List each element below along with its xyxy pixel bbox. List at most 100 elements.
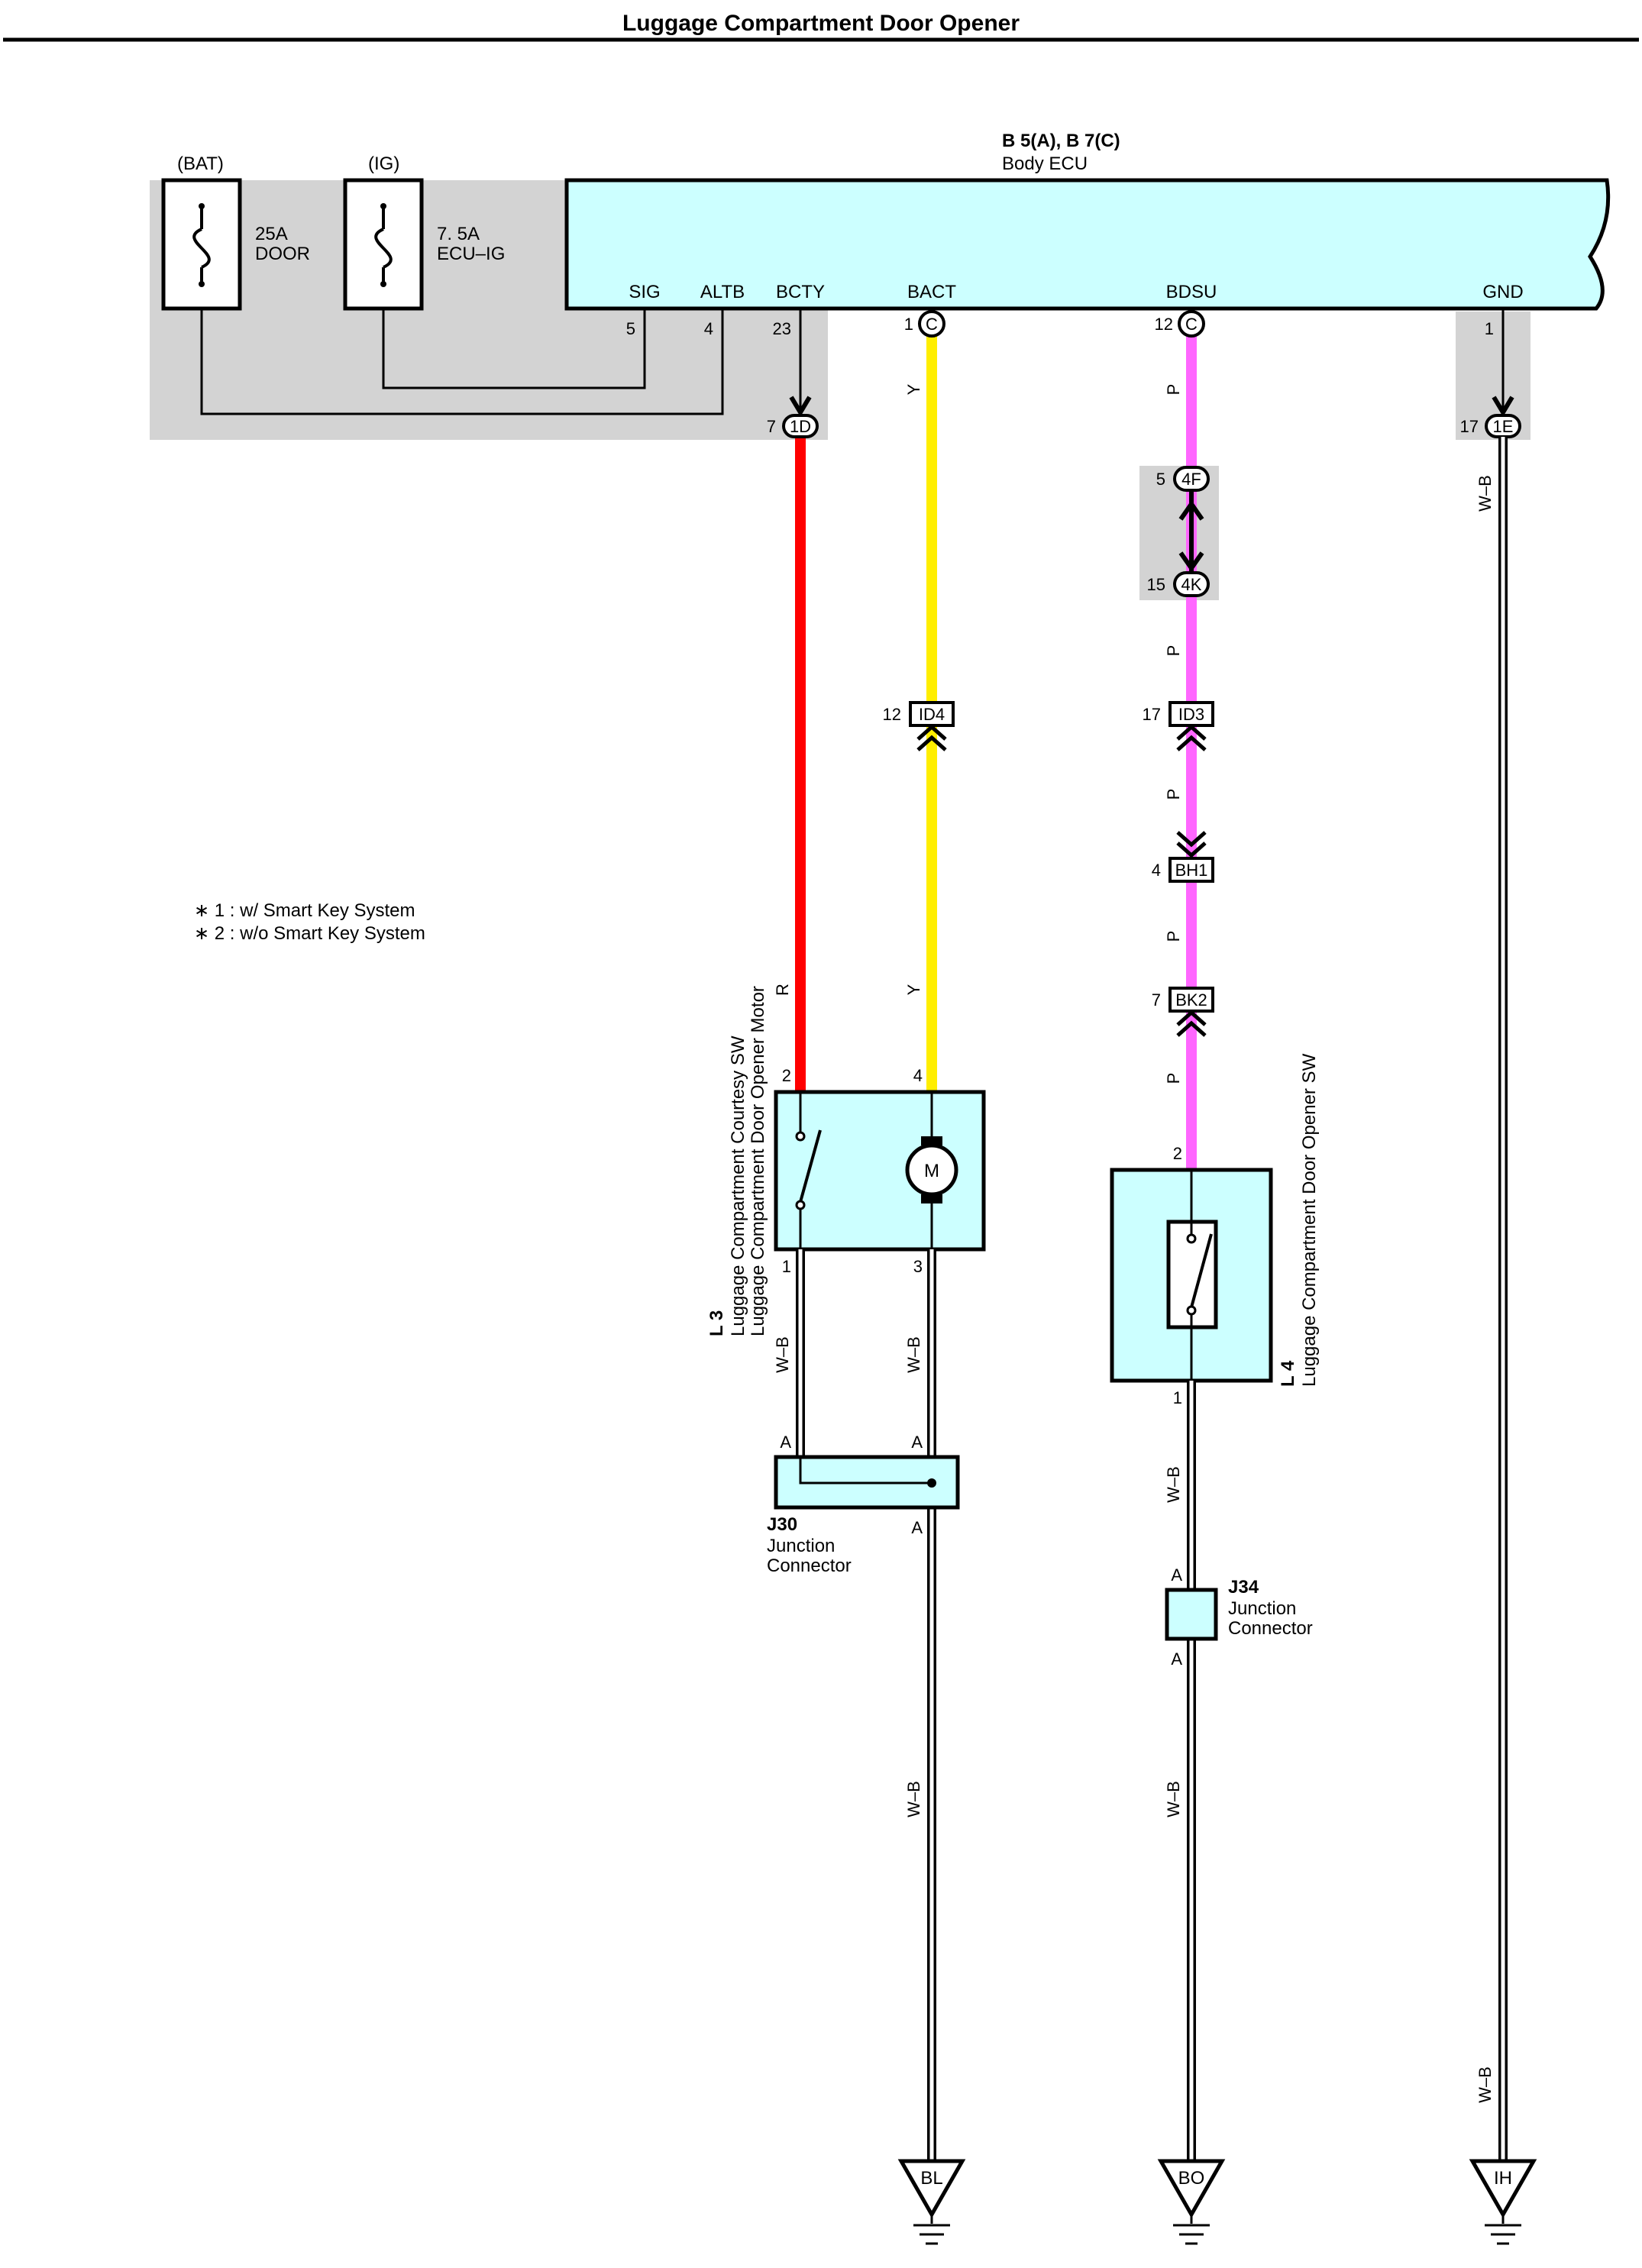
l4-code: L 4 — [1278, 1360, 1298, 1387]
connector-1d: 1D 7 — [767, 414, 819, 438]
junction-j30: A A A — [774, 1433, 960, 1537]
terminal-sig-label: SIG — [629, 282, 660, 302]
component-l4 — [1110, 1168, 1273, 1383]
wire-pink-code-2: P — [1164, 645, 1183, 657]
svg-text:BO: BO — [1178, 2168, 1205, 2189]
l4-pin-1: 1 — [1173, 1388, 1182, 1407]
wire-bl-code: W–B — [904, 1781, 923, 1817]
wire-gnd-code-top: W–B — [1476, 475, 1495, 512]
terminal-bcty-label: BCTY — [776, 282, 825, 302]
body-ecu-box — [564, 178, 1611, 311]
wire-pink-code-4: P — [1164, 931, 1183, 942]
fuse-door-rating: 25A — [255, 224, 288, 244]
wire-yellow-code-bottom: Y — [904, 984, 923, 995]
fuse-ig-name: ECU–IG — [437, 244, 505, 264]
l3-code: L 3 — [706, 1310, 727, 1336]
svg-text:12: 12 — [1155, 315, 1173, 334]
svg-text:1D: 1D — [790, 417, 811, 436]
wire-gnd-code-bottom: W–B — [1476, 2066, 1495, 2103]
svg-text:4: 4 — [1152, 861, 1161, 880]
arrow-1e — [1492, 396, 1514, 417]
terminal-bact-connector: C 1 — [904, 310, 945, 338]
l4-pin-2: 2 — [1173, 1144, 1182, 1163]
wire-door-to-altb — [200, 309, 724, 415]
wire-l3-1-code: W–B — [773, 1336, 792, 1373]
j34-name-1: Junction — [1228, 1598, 1296, 1619]
svg-text:A: A — [780, 1433, 791, 1452]
ground-bo: BO — [1157, 2159, 1226, 2245]
svg-text:17: 17 — [1460, 417, 1479, 436]
fuse-door: (BAT) 25A DOOR — [161, 153, 310, 311]
note-1: ∗ 1 : w/ Smart Key System — [194, 900, 415, 921]
terminal-gnd-pin: 1 — [1485, 319, 1494, 338]
svg-text:ID4: ID4 — [919, 705, 945, 724]
wire-l3-3-code: W–B — [904, 1336, 923, 1373]
svg-text:ID3: ID3 — [1178, 705, 1204, 724]
junction-j34: A A — [1165, 1565, 1218, 1669]
wire-red-code: R — [773, 984, 792, 996]
ecu-code: B 5(A), B 7(C) — [1002, 131, 1120, 151]
svg-text:A: A — [911, 1518, 923, 1537]
l3-pin-4: 4 — [913, 1066, 923, 1085]
connector-1e: 1E 17 — [1460, 414, 1521, 438]
svg-text:1E: 1E — [1493, 417, 1514, 436]
terminal-sig-pin: 5 — [626, 319, 635, 338]
wire-yellow-code-top: Y — [904, 383, 923, 395]
svg-text:15: 15 — [1147, 575, 1165, 594]
connector-id3: ID3 17 — [1143, 701, 1214, 751]
wire-pink-code-1: P — [1164, 384, 1183, 396]
terminal-bact-label: BACT — [907, 282, 956, 302]
terminal-bcty-pin: 23 — [773, 319, 791, 338]
ground-ih: IH — [1469, 2159, 1537, 2245]
svg-text:BL: BL — [920, 2168, 942, 2189]
l3-name-1: Luggage Compartment Courtesy SW — [728, 1035, 748, 1336]
arrow-1d — [789, 396, 812, 417]
ecu-name: Body ECU — [1002, 153, 1088, 174]
terminal-altb-label: ALTB — [700, 282, 745, 302]
svg-text:IH: IH — [1494, 2168, 1512, 2189]
wire-pink-code-3: P — [1164, 789, 1183, 800]
connector-4f: 4F 5 — [1156, 466, 1210, 492]
svg-text:A: A — [911, 1433, 923, 1452]
fuse-door-name: DOOR — [255, 244, 310, 264]
ground-bl: BL — [897, 2159, 966, 2245]
fuse-ig-rating: 7. 5A — [437, 224, 480, 244]
connector-4k: 4K 15 — [1147, 571, 1210, 597]
l4-name: Luggage Compartment Door Opener SW — [1299, 1053, 1320, 1387]
wire-ig-to-sig — [382, 309, 646, 389]
fuse-door-source: (BAT) — [177, 153, 224, 174]
terminal-altb-pin: 4 — [704, 319, 713, 338]
note-2: ∗ 2 : w/o Smart Key System — [194, 923, 425, 944]
j30-name-1: Junction — [767, 1536, 835, 1556]
joint-4f-arrow — [1178, 499, 1204, 521]
connector-bk2: BK2 7 — [1152, 987, 1214, 1037]
j34-name-2: Connector — [1228, 1618, 1313, 1639]
l3-pin-2: 2 — [782, 1066, 791, 1085]
svg-text:C: C — [926, 315, 938, 334]
svg-text:1: 1 — [904, 315, 913, 334]
svg-text:BH1: BH1 — [1175, 861, 1208, 880]
diagram-title: Luggage Compartment Door Opener — [622, 11, 1020, 36]
wire-l4-code-bottom: W–B — [1164, 1781, 1183, 1817]
terminal-gnd-label: GND — [1482, 282, 1523, 302]
component-l3: M — [774, 1090, 986, 1252]
svg-text:C: C — [1185, 315, 1198, 334]
svg-text:BK2: BK2 — [1175, 990, 1207, 1010]
svg-text:12: 12 — [883, 705, 901, 724]
fuse-ig-source: (IG) — [368, 153, 399, 174]
svg-text:4K: 4K — [1181, 575, 1202, 594]
terminal-bdsu-label: BDSU — [1166, 282, 1217, 302]
j34-code: J34 — [1228, 1577, 1259, 1598]
l3-pin-3: 3 — [913, 1257, 923, 1276]
connector-id4: ID4 12 — [883, 701, 955, 751]
svg-text:5: 5 — [1156, 470, 1165, 489]
fuse-ecu-ig: (IG) 7. 5A ECU–IG — [343, 153, 505, 311]
connector-bh1: BH1 4 — [1152, 831, 1214, 883]
svg-text:17: 17 — [1143, 705, 1161, 724]
svg-text:A: A — [1171, 1565, 1182, 1585]
joint-4k-arrow — [1178, 551, 1204, 573]
l3-name-2: Luggage Compartment Door Opener Motor — [748, 986, 768, 1336]
wire-l4-code-top: W–B — [1164, 1466, 1183, 1503]
wire-pink-code-5: P — [1164, 1073, 1183, 1084]
